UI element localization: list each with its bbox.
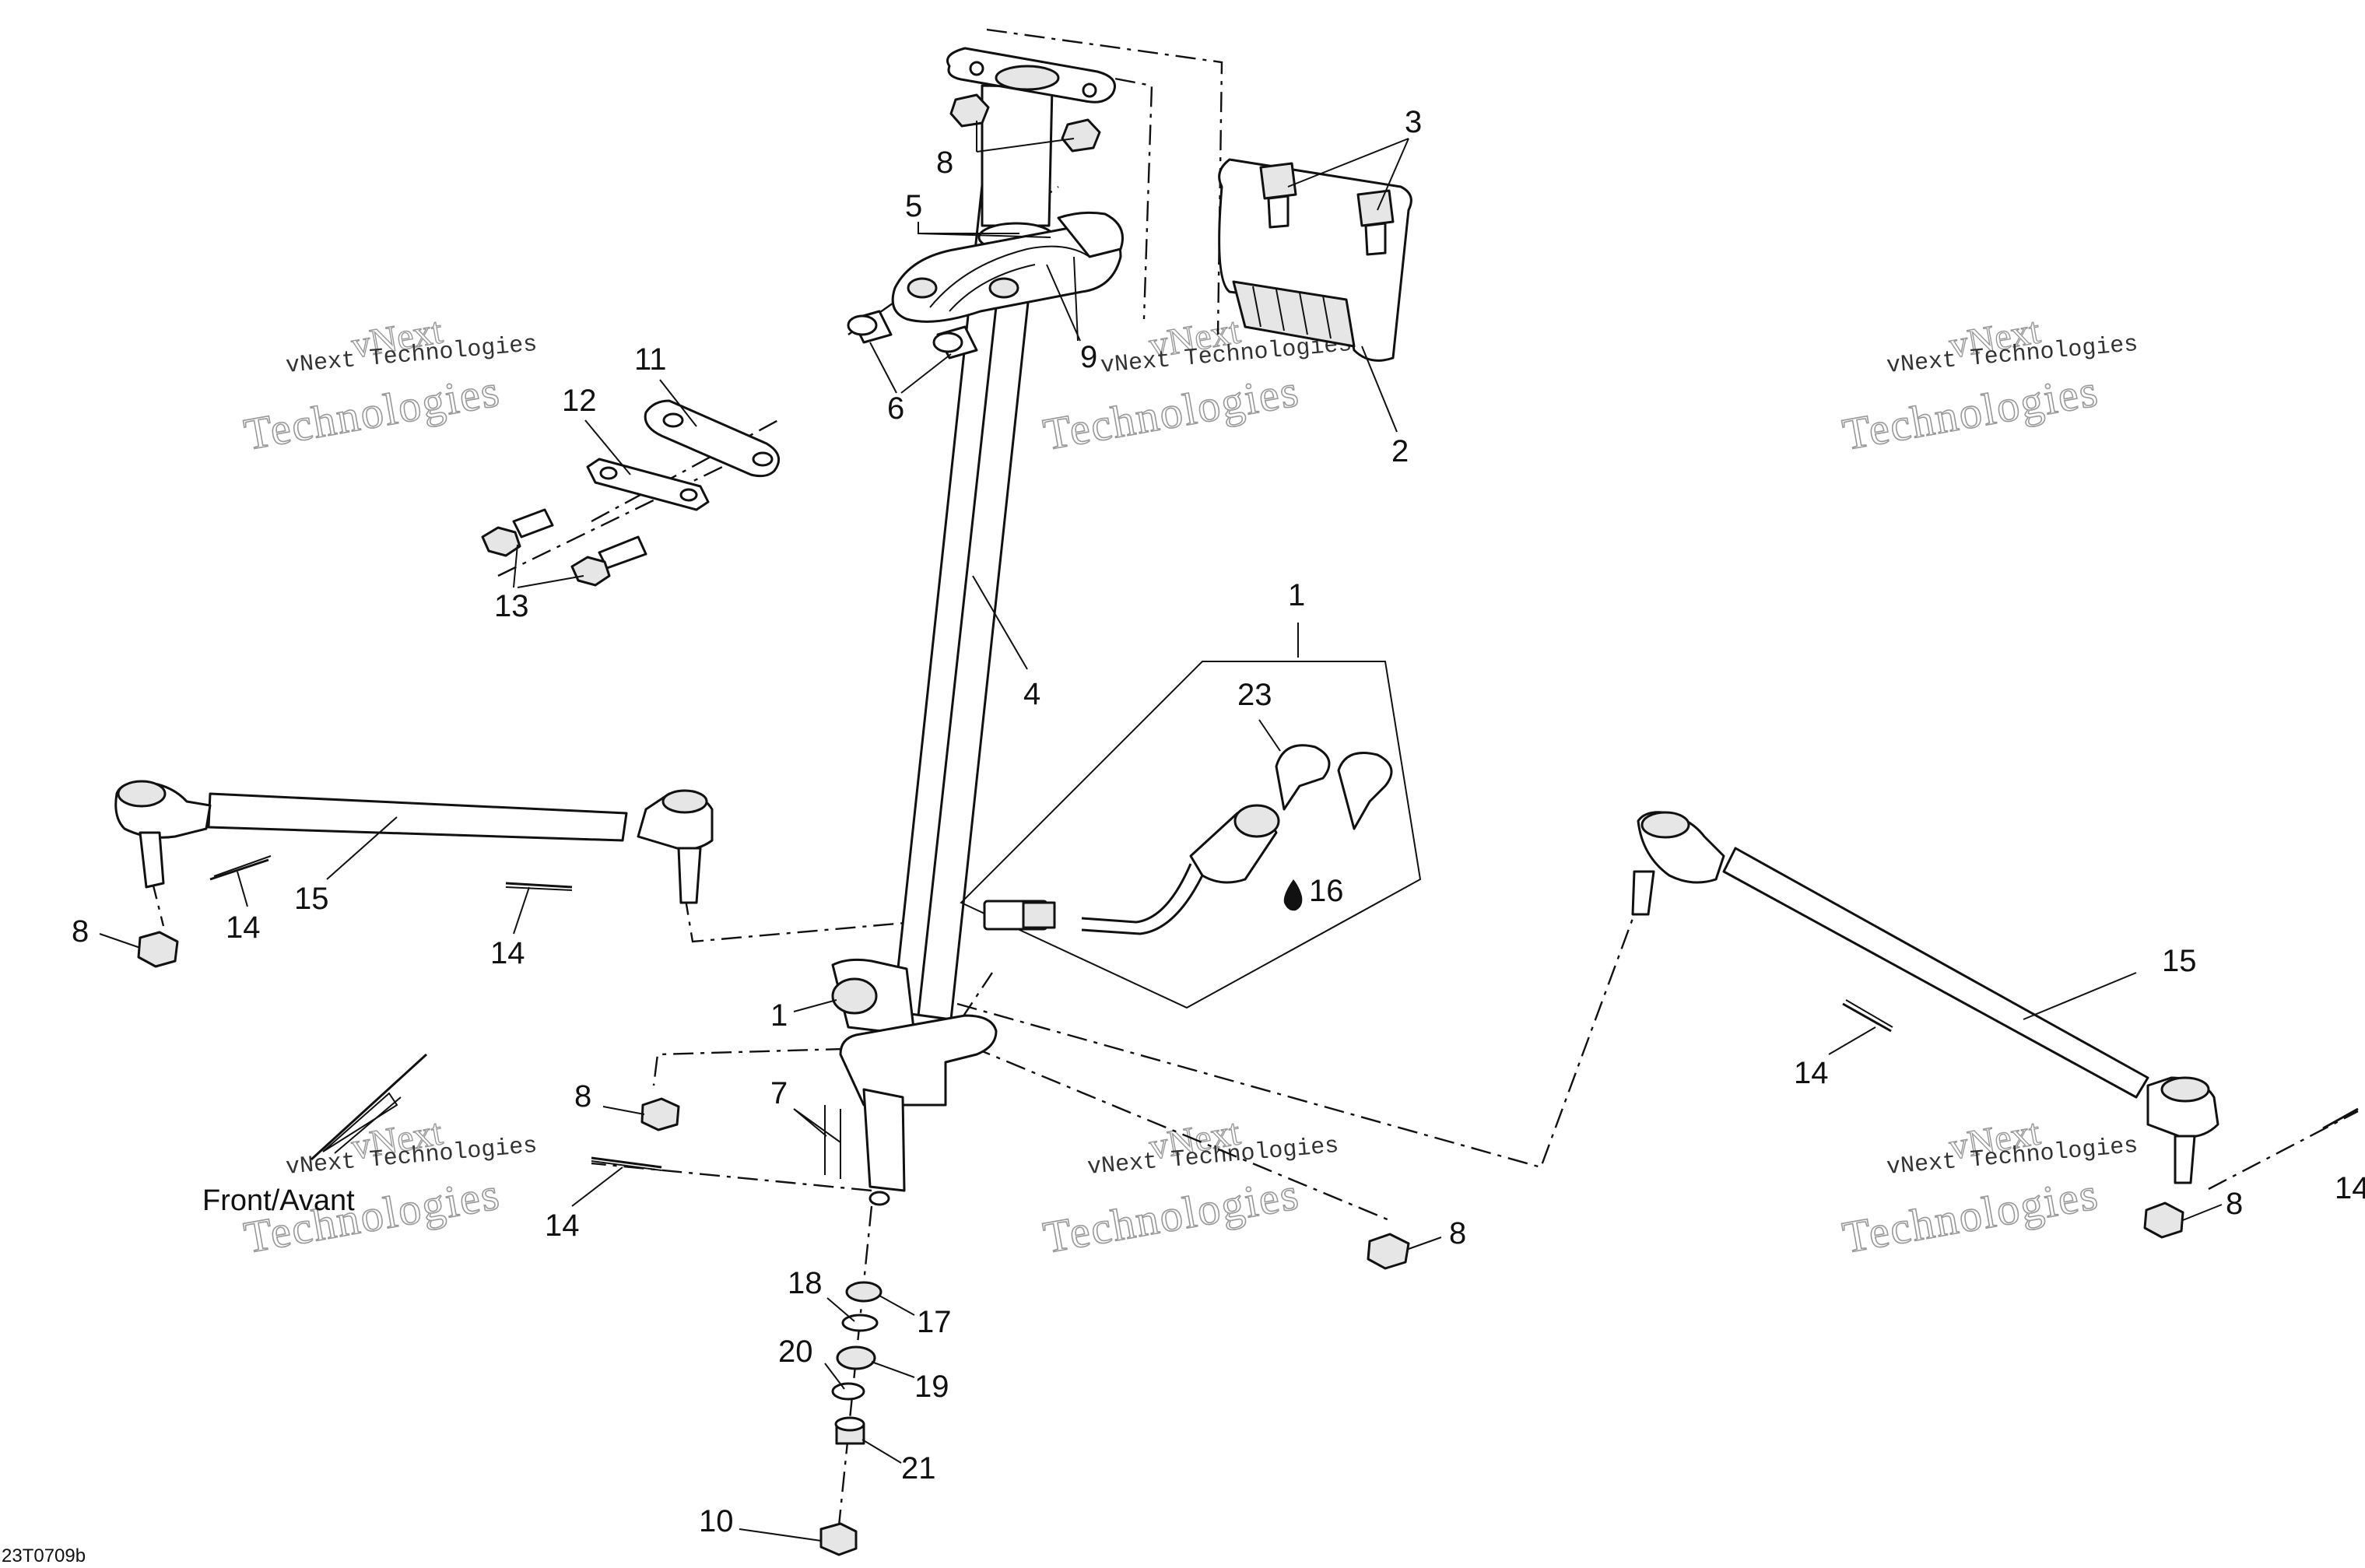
watermark-3: vNext vNext Technologies Technologies bbox=[1838, 309, 2139, 460]
callout-5: 5 bbox=[905, 189, 922, 223]
free-nuts bbox=[640, 1097, 1410, 1270]
nut-mid-left bbox=[640, 1097, 680, 1131]
nut-bottom bbox=[819, 1522, 858, 1556]
steering-cover bbox=[1218, 158, 1412, 362]
lock-and-lower-bracket bbox=[824, 958, 998, 1206]
cotter-pins bbox=[209, 855, 2359, 1171]
watermark-5: vNext vNext Technologies Technologies bbox=[1039, 1110, 1340, 1263]
front-label: Front/Avant bbox=[202, 1184, 355, 1217]
bearing-support bbox=[847, 211, 1124, 360]
callout-23: 23 bbox=[1237, 678, 1272, 712]
callout-14-left-b: 14 bbox=[490, 936, 525, 970]
svg-text:Technologies: Technologies bbox=[240, 365, 504, 460]
callout-1-lock: 1 bbox=[770, 998, 788, 1033]
callout-6: 6 bbox=[887, 391, 904, 426]
small-parts-stack bbox=[819, 1281, 882, 1556]
bolt-right bbox=[570, 535, 647, 587]
callout-2: 2 bbox=[1391, 434, 1409, 468]
callout-21: 21 bbox=[901, 1451, 936, 1486]
callout-12: 12 bbox=[562, 384, 597, 418]
lubricant-drop-icon bbox=[1283, 879, 1303, 911]
callout-9: 9 bbox=[1080, 340, 1097, 374]
callout-16: 16 bbox=[1309, 874, 1344, 908]
callout-14-edge: 14 bbox=[2335, 1171, 2365, 1205]
callout-10: 10 bbox=[699, 1504, 734, 1538]
watermark-1: vNext vNext Technologies Technologies bbox=[240, 309, 539, 460]
svg-text:Technologies: Technologies bbox=[1040, 365, 1304, 460]
callout-18: 18 bbox=[788, 1266, 823, 1300]
tie-rod-right bbox=[1631, 811, 2219, 1239]
callout-14-right: 14 bbox=[1794, 1056, 1829, 1090]
callout-15-left: 15 bbox=[294, 882, 329, 916]
callout-11: 11 bbox=[634, 342, 667, 377]
watermark-group: vNext vNext Technologies Technologies vN… bbox=[240, 309, 2139, 1263]
callout-8-left: 8 bbox=[72, 914, 89, 949]
callout-4: 4 bbox=[1023, 677, 1040, 711]
callout-17: 17 bbox=[917, 1305, 952, 1339]
callout-15-right: 15 bbox=[2162, 944, 2197, 978]
callout-14-left-a: 14 bbox=[226, 910, 261, 945]
nut-top-right bbox=[1061, 118, 1101, 153]
callout-labels: 8 5 9 6 11 12 13 3 2 4 1 23 16 1 15 14 8… bbox=[72, 105, 2365, 1538]
svg-text:Technologies: Technologies bbox=[1040, 1168, 1304, 1263]
watermark-6: vNext vNext Technologies Technologies bbox=[1838, 1110, 2139, 1263]
callout-20: 20 bbox=[778, 1335, 813, 1369]
bolt-left bbox=[481, 508, 554, 557]
bracket-and-bolts bbox=[481, 399, 781, 587]
callout-14-lower: 14 bbox=[545, 1208, 580, 1243]
svg-text:Technologies: Technologies bbox=[1839, 365, 2103, 460]
front-direction-arrow bbox=[310, 1053, 428, 1161]
nut-right-tierod bbox=[2143, 1201, 2184, 1239]
steering-column bbox=[892, 47, 1116, 1021]
callout-1-box: 1 bbox=[1288, 578, 1305, 612]
leader-lines bbox=[99, 121, 2223, 1542]
ignition-switch-box bbox=[960, 661, 1422, 1009]
tie-rod-left bbox=[114, 780, 714, 968]
nut-left-tierod bbox=[137, 931, 179, 968]
callout-3: 3 bbox=[1405, 105, 1422, 139]
callout-19: 19 bbox=[914, 1370, 949, 1404]
callout-8-top: 8 bbox=[936, 146, 953, 180]
nut-mid-right bbox=[1367, 1233, 1410, 1270]
nut-top-left bbox=[949, 93, 990, 128]
svg-text:Technologies: Technologies bbox=[1839, 1168, 2103, 1263]
drawing-code: 23T0709b bbox=[2, 1545, 86, 1564]
callout-8-mid-right: 8 bbox=[1449, 1216, 1466, 1251]
callout-13: 13 bbox=[494, 589, 529, 623]
callout-8-right: 8 bbox=[2226, 1187, 2243, 1221]
callout-8-mid-left: 8 bbox=[574, 1079, 591, 1114]
callout-7: 7 bbox=[770, 1076, 788, 1110]
